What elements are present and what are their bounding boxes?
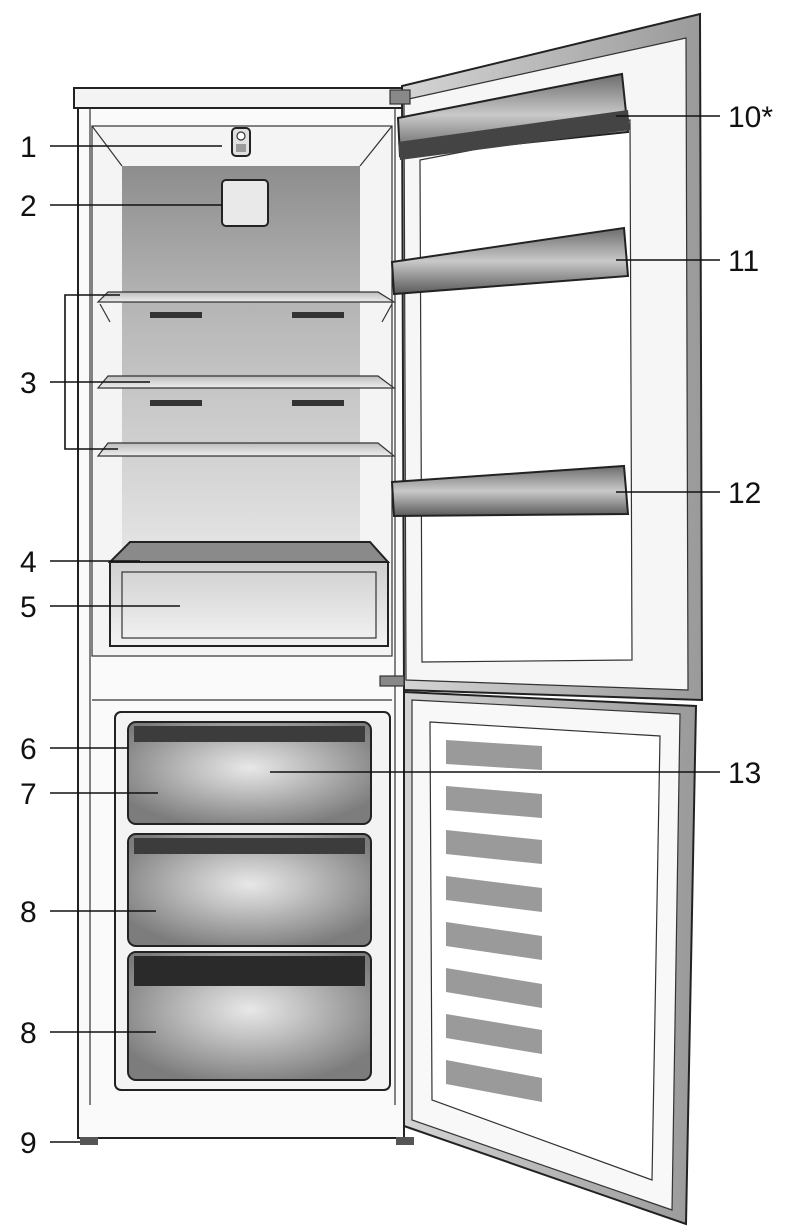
glass-shelf-3 bbox=[96, 442, 396, 457]
fridge-compartment bbox=[91, 125, 397, 657]
leader-lines bbox=[50, 115, 720, 1143]
fridge-door bbox=[389, 12, 704, 702]
callout-4: 4 bbox=[20, 546, 37, 579]
callout-9: 9 bbox=[20, 1127, 37, 1160]
freezer-drawer-1 bbox=[127, 721, 372, 825]
callout-10: 10* bbox=[728, 101, 773, 134]
callout-6: 6 bbox=[20, 733, 37, 766]
door-shelf-upper bbox=[390, 226, 630, 296]
door-hinge bbox=[389, 89, 411, 105]
crisper-cover bbox=[107, 541, 391, 563]
adjustable-feet bbox=[80, 1137, 414, 1145]
door-shelf-lower bbox=[390, 464, 630, 518]
callout-12: 12 bbox=[728, 477, 761, 510]
butter-compartment bbox=[396, 72, 630, 160]
freezer-door bbox=[379, 675, 698, 1226]
cabinet-top bbox=[73, 87, 407, 109]
callout-7: 7 bbox=[20, 778, 37, 811]
freezer-compartment bbox=[114, 711, 391, 1091]
callout-labels: 1 2 3 4 5 6 7 8 8 9 10* 11 12 13 bbox=[20, 101, 773, 1160]
callout-8-upper: 8 bbox=[20, 896, 37, 929]
callout-5: 5 bbox=[20, 591, 37, 624]
freezer-drawer-2 bbox=[127, 833, 372, 947]
thermostat-light bbox=[231, 127, 251, 157]
callout-1: 1 bbox=[20, 131, 37, 164]
freezer-drawer-3 bbox=[127, 951, 372, 1081]
callout-2: 2 bbox=[20, 190, 37, 223]
callout-3: 3 bbox=[20, 367, 37, 400]
callout-11: 11 bbox=[728, 245, 759, 278]
callout-13: 13 bbox=[728, 757, 761, 790]
crisper-drawer bbox=[109, 561, 389, 647]
glass-shelf-1 bbox=[96, 291, 397, 323]
callout-8-lower: 8 bbox=[20, 1017, 37, 1050]
freezer-door-hinge bbox=[379, 675, 405, 687]
fridge-back-wall bbox=[122, 166, 360, 560]
fan-unit bbox=[221, 179, 269, 227]
freezer-door-ribs bbox=[446, 740, 542, 1102]
glass-shelf-2 bbox=[96, 375, 396, 406]
